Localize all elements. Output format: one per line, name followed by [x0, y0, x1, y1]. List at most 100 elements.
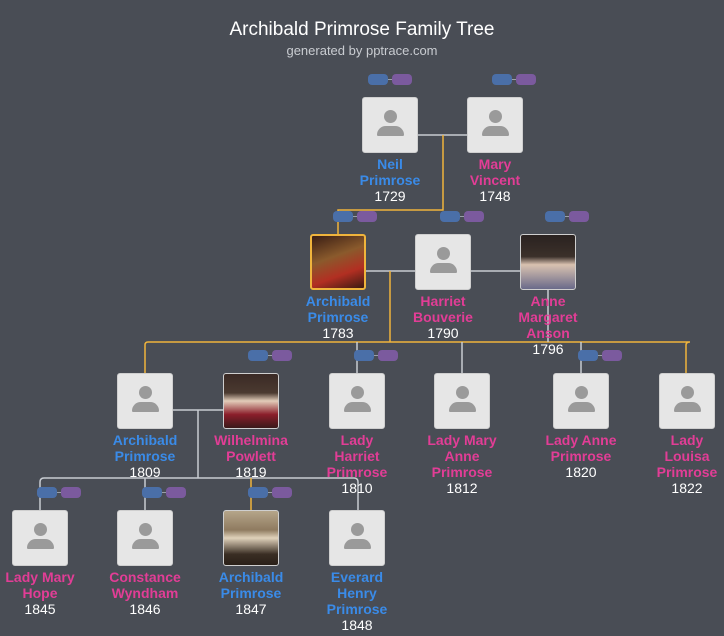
- name-line-1: Harriet: [420, 293, 466, 309]
- birth-year: 1729: [374, 188, 406, 204]
- avatar-placeholder[interactable]: [467, 97, 523, 153]
- badge-connector: [512, 79, 516, 80]
- name-line-1: Archibald: [305, 293, 371, 309]
- avatar-placeholder[interactable]: [117, 373, 173, 429]
- person-icon-body: [27, 539, 54, 549]
- name-line-2: Anne: [444, 448, 480, 464]
- person-icon-body: [377, 126, 404, 136]
- avatar-placeholder[interactable]: [415, 234, 471, 290]
- name-line-3: Primrose: [326, 464, 388, 480]
- person-icon-body: [344, 402, 371, 412]
- name-line-1: Everard: [330, 569, 384, 585]
- person-icon-head: [34, 523, 47, 536]
- name-line-2: Henry: [337, 585, 377, 601]
- parents-badge[interactable]: [378, 350, 398, 361]
- parents-badge[interactable]: [569, 211, 589, 222]
- person-icon-head: [351, 523, 364, 536]
- avatar-placeholder[interactable]: [117, 510, 173, 566]
- siblings-badge[interactable]: [492, 74, 512, 85]
- person-icon-body: [132, 539, 159, 549]
- person-icon-head: [139, 386, 152, 399]
- avatar-placeholder[interactable]: [362, 97, 418, 153]
- siblings-badge[interactable]: [248, 487, 268, 498]
- avatar-photo[interactable]: [520, 234, 576, 290]
- siblings-badge[interactable]: [37, 487, 57, 498]
- person-icon-body: [430, 263, 457, 273]
- badge-connector: [565, 216, 569, 217]
- parents-badge[interactable]: [464, 211, 484, 222]
- avatar-placeholder[interactable]: [329, 510, 385, 566]
- badge-connector: [460, 216, 464, 217]
- badge-connector: [598, 355, 602, 356]
- name-line-1: Anne: [530, 293, 566, 309]
- birth-year: 1790: [427, 325, 459, 341]
- birth-year: 1812: [446, 480, 478, 496]
- name-line-1: Wilhelmina: [214, 432, 288, 448]
- person-icon-head: [575, 386, 588, 399]
- siblings-badge[interactable]: [354, 350, 374, 361]
- parents-badge[interactable]: [392, 74, 412, 85]
- person-icon-body: [449, 402, 476, 412]
- name-line-2: Primrose: [359, 172, 421, 188]
- avatar-placeholder[interactable]: [659, 373, 715, 429]
- avatar-placeholder[interactable]: [329, 373, 385, 429]
- siblings-badge[interactable]: [333, 211, 353, 222]
- person-icon-body: [568, 402, 595, 412]
- siblings-badge[interactable]: [248, 350, 268, 361]
- birth-year: 1783: [322, 325, 354, 341]
- avatar-placeholder[interactable]: [12, 510, 68, 566]
- birth-year: 1822: [671, 480, 703, 496]
- siblings-badge[interactable]: [440, 211, 460, 222]
- birth-year: 1820: [565, 464, 597, 480]
- badge-connector: [268, 492, 272, 493]
- person-icon-head: [351, 386, 364, 399]
- parents-badge[interactable]: [602, 350, 622, 361]
- name-line-1: Lady Mary: [427, 432, 497, 448]
- name-line-3: Primrose: [656, 464, 718, 480]
- person-icon-body: [674, 402, 701, 412]
- name-line-1: Neil: [377, 156, 403, 172]
- avatar-photo[interactable]: [223, 510, 279, 566]
- birth-year: 1847: [235, 601, 267, 617]
- avatar-placeholder[interactable]: [434, 373, 490, 429]
- parents-badge[interactable]: [357, 211, 377, 222]
- birth-year: 1810: [341, 480, 373, 496]
- parents-badge[interactable]: [272, 487, 292, 498]
- birth-year: 1819: [235, 464, 267, 480]
- birth-year: 1848: [341, 617, 373, 633]
- name-line-2: Bouverie: [413, 309, 473, 325]
- badge-connector: [388, 79, 392, 80]
- birth-year: 1845: [24, 601, 56, 617]
- person-icon-body: [132, 402, 159, 412]
- siblings-badge[interactable]: [545, 211, 565, 222]
- avatar-photo[interactable]: [223, 373, 279, 429]
- siblings-badge[interactable]: [578, 350, 598, 361]
- name-line-2: Vincent: [469, 172, 521, 188]
- name-line-2: Primrose: [550, 448, 612, 464]
- name-line-1: Archibald: [112, 432, 178, 448]
- badge-connector: [162, 492, 166, 493]
- siblings-badge[interactable]: [368, 74, 388, 85]
- avatar-placeholder[interactable]: [553, 373, 609, 429]
- name-line-1: Archibald: [218, 569, 284, 585]
- name-line-1: Lady: [340, 432, 374, 448]
- name-line-3: Primrose: [326, 601, 388, 617]
- person-icon-head: [489, 110, 502, 123]
- siblings-badge[interactable]: [142, 487, 162, 498]
- parents-badge[interactable]: [516, 74, 536, 85]
- parents-badge[interactable]: [166, 487, 186, 498]
- avatar-photo[interactable]: [310, 234, 366, 290]
- birth-year: 1796: [532, 341, 564, 357]
- parents-badge[interactable]: [61, 487, 81, 498]
- person-icon-head: [456, 386, 469, 399]
- parents-badge[interactable]: [272, 350, 292, 361]
